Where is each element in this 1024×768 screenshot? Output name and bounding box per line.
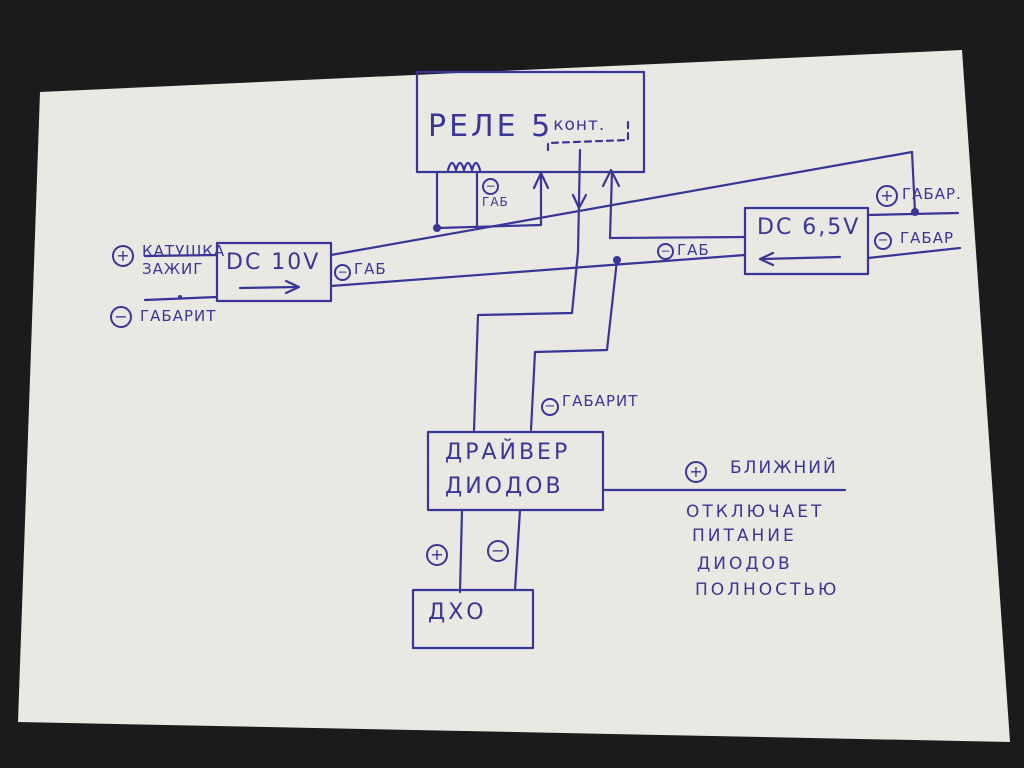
left-plus-line2: ЗАЖИГ	[142, 260, 204, 278]
minus-sign: −	[541, 398, 559, 416]
minus-sign: −	[874, 232, 892, 250]
right-plus-label: ГАБАР.	[902, 185, 962, 203]
dho-box	[411, 588, 535, 650]
paper-sheet	[18, 50, 1010, 742]
junction-dot	[613, 256, 621, 264]
relay-label: РЕЛЕ 5конт.	[428, 112, 605, 142]
dc65-arrow	[760, 255, 842, 261]
minus-sign: −	[482, 178, 499, 195]
low-beam-label: БЛИЖНИЙ	[730, 458, 838, 478]
dc10-label: DC 10V	[226, 250, 321, 275]
dc10-box	[215, 241, 333, 303]
dho-label: ДХО	[428, 600, 487, 625]
left-plus-line1: КАТУШКА	[142, 242, 226, 260]
driver-label-line1: ДРАЙВЕР	[445, 440, 571, 465]
dc65-label: DC 6,5V	[757, 215, 861, 240]
driver-label-line2: ДИОДОВ	[445, 474, 564, 499]
minus-sign: −	[334, 264, 351, 281]
driver-minus-label: ГАБАРИТ	[562, 392, 639, 410]
minus-sign: −	[657, 243, 674, 260]
relay-box	[415, 70, 646, 174]
driver-box	[426, 430, 605, 512]
plus-sign: +	[685, 461, 707, 483]
dc10-arrow	[238, 285, 300, 290]
dc65-box	[743, 206, 870, 276]
dc10-minus-label: ГАБ	[354, 260, 387, 278]
arrow-down-relay-center	[571, 193, 588, 210]
left-minus-label: ГАБАРИТ	[140, 307, 217, 325]
minus-sign: −	[110, 306, 132, 328]
low-beam-note-line4: ПОЛНОСТЬЮ	[695, 580, 840, 600]
relay-label-text: РЕЛЕ 5	[428, 109, 554, 144]
relay-contact-dashed	[546, 116, 630, 152]
right-minus-label: ГАБАР	[900, 229, 955, 247]
low-beam-note-line2: ПИТАНИЕ	[692, 526, 797, 546]
low-beam-note-line3: ДИОДОВ	[697, 554, 793, 574]
relay-coil	[446, 161, 482, 172]
dc65-minus-label: ГАБ	[677, 241, 710, 259]
plus-sign: +	[426, 544, 448, 566]
arrow-up-relay-left	[532, 171, 550, 190]
low-beam-note-line1: ОТКЛЮЧАЕТ	[686, 502, 825, 522]
plus-sign: +	[876, 185, 898, 207]
relay-suffix: конт.	[553, 115, 606, 135]
relay-minus-label: ГАБ	[482, 195, 509, 209]
plus-sign: +	[112, 245, 134, 267]
junction-dot	[911, 208, 919, 216]
arrow-up-relay-right	[601, 168, 621, 188]
junction-dot	[433, 224, 441, 232]
minus-sign: −	[487, 540, 509, 562]
junction-dot	[178, 295, 182, 299]
